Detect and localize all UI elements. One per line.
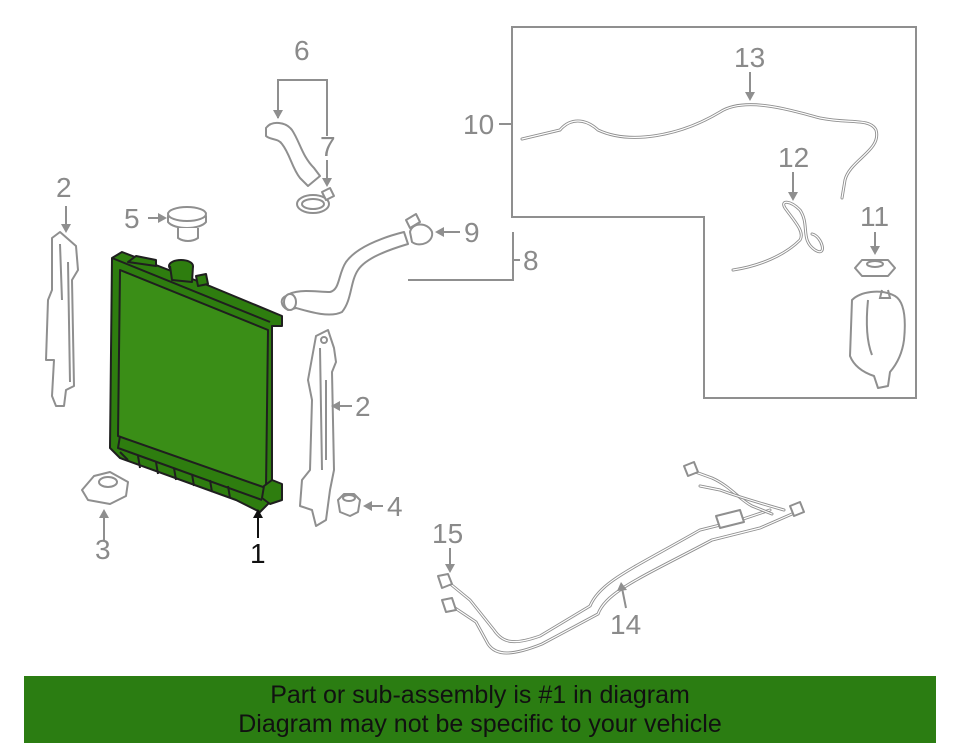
insulator [337, 493, 361, 517]
callout-5: 5 [124, 203, 140, 234]
coolant-reservoir [849, 289, 906, 389]
callout-15: 15 [432, 518, 463, 549]
callout-12: 12 [778, 142, 809, 173]
radiator-cap [167, 206, 207, 242]
callout-2-left: 2 [56, 172, 72, 203]
banner-line-2: Diagram may not be specific to your vehi… [238, 710, 722, 738]
callout-10: 10 [463, 109, 494, 140]
callout-6: 6 [294, 35, 310, 66]
callout-2-right: 2 [355, 391, 371, 422]
lower-hose-clamp [405, 213, 434, 246]
lower-mount [81, 471, 129, 505]
inset-box [511, 26, 917, 399]
overflow-hose [520, 103, 879, 200]
upper-hose [265, 122, 321, 187]
reservoir-cap [854, 259, 896, 277]
callout-7: 7 [320, 131, 336, 162]
callout-14: 14 [610, 609, 641, 640]
right-radiator-bracket [299, 329, 337, 527]
leader-lines [61, 72, 880, 609]
left-radiator-bracket [45, 231, 79, 407]
callout-13: 13 [734, 42, 765, 73]
callout-4: 4 [387, 491, 403, 522]
transmission-cooler-lines [437, 461, 805, 655]
upper-hose-clamp [296, 187, 335, 214]
radiator [109, 251, 283, 513]
callout-11: 11 [860, 201, 889, 232]
callout-3: 3 [95, 534, 111, 565]
callout-1: 1 [250, 538, 266, 569]
callout-9: 9 [464, 217, 480, 248]
reservoir-hose [731, 200, 824, 272]
lower-hose [280, 231, 409, 316]
callout-8: 8 [523, 245, 539, 276]
banner-line-1: Part or sub-assembly is #1 in diagram [270, 681, 690, 709]
info-banner: Part or sub-assembly is #1 in diagram Di… [24, 676, 936, 743]
